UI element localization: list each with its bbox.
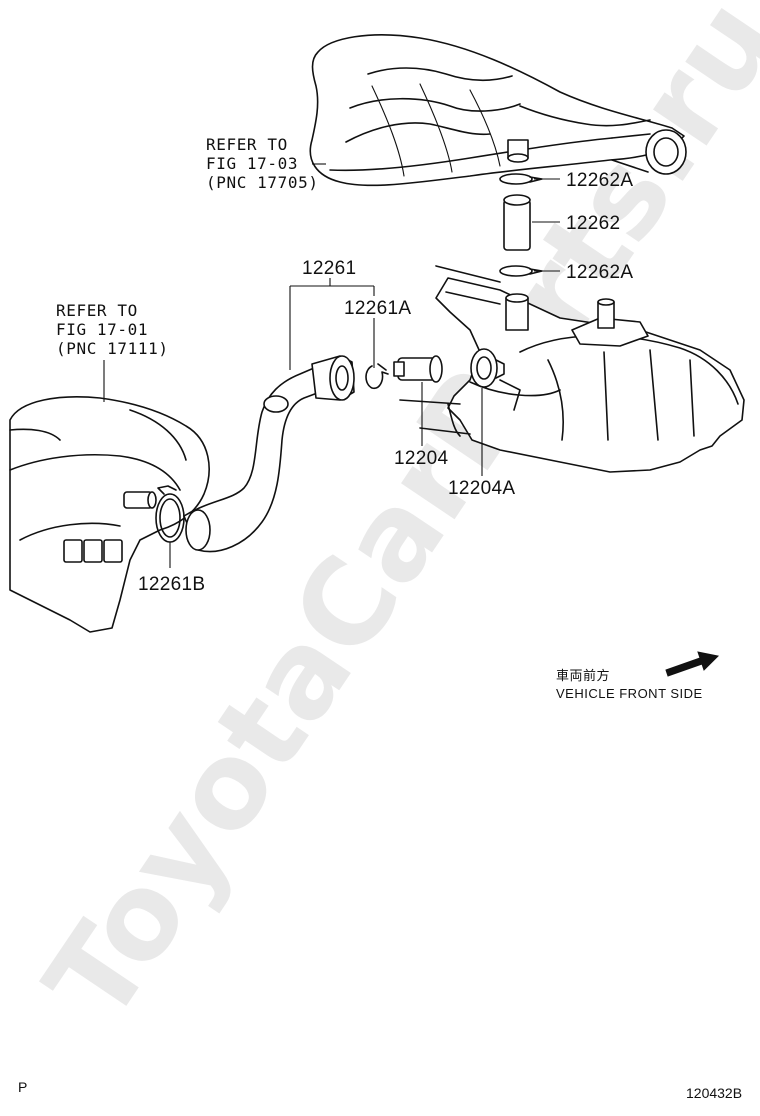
intake-ref-line-3: (PNC 17111) (56, 339, 169, 358)
part-label-12204a: 12204A (448, 478, 515, 499)
air-cleaner-ref-line-1: REFER TO (206, 135, 288, 154)
air-cleaner-ref-line-2: FIG 17-03 (206, 154, 298, 173)
head-cover-illustration (399, 265, 745, 473)
footer-left-mark: P (18, 1079, 27, 1095)
part-label-12262a-lower: 12262A (566, 262, 633, 283)
intake-ref-line-1: REFER TO (56, 301, 138, 320)
direction-label-english: VEHICLE FRONT SIDE (556, 686, 703, 701)
part-label-12262a-upper: 12262A (566, 170, 633, 191)
part-label-12204: 12204 (394, 448, 448, 469)
intake-manifold-illustration (9, 396, 210, 633)
pcv-hose-illustration (155, 355, 389, 553)
part-label-12262: 12262 (566, 213, 620, 234)
part-label-12261: 12261 (302, 258, 356, 279)
part-label-12261b: 12261B (138, 574, 205, 595)
pcv-valve-illustration (393, 348, 505, 388)
leader-lines (103, 163, 560, 568)
front-arrow-icon (665, 651, 720, 677)
direction-label-japanese: 車両前方 (556, 668, 610, 683)
figure-code: 120432B (686, 1085, 742, 1101)
intake-ref-line-2: FIG 17-01 (56, 320, 148, 339)
part-label-12261a: 12261A (344, 298, 411, 319)
air-cleaner-ref-line-3: (PNC 17705) (206, 173, 319, 192)
air-cleaner-illustration (309, 34, 687, 187)
upper-hose-parts (499, 173, 543, 277)
